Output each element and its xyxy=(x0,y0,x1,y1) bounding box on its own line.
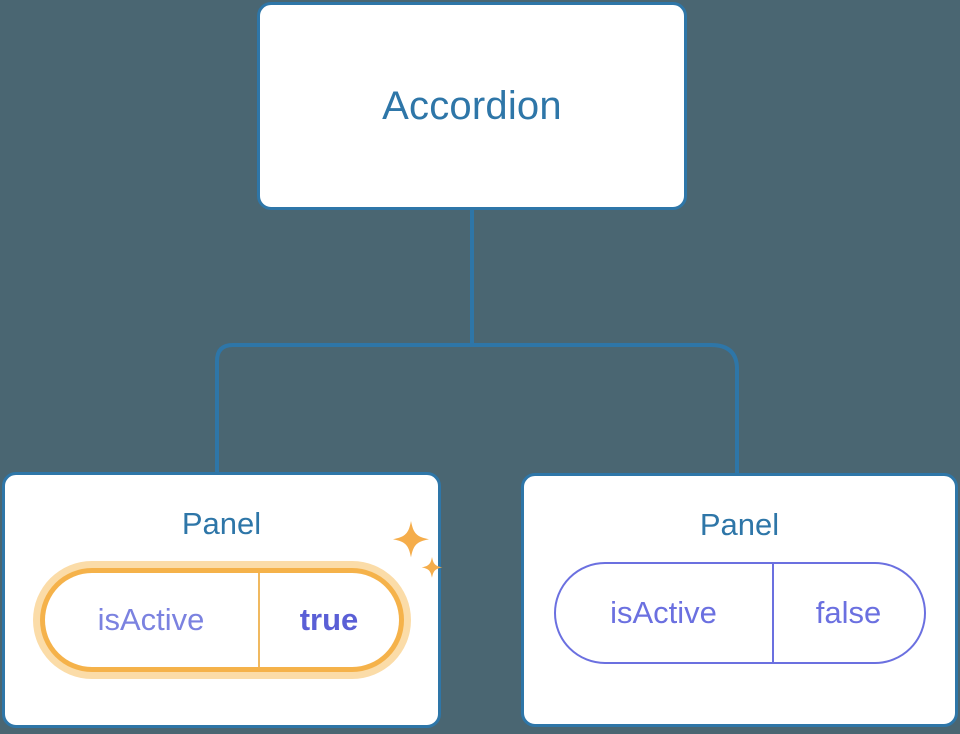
node-accordion[interactable]: Accordion xyxy=(257,2,687,210)
prop-pill-active[interactable]: isActive true xyxy=(32,561,411,679)
prop-pill-active-wrap: isActive true xyxy=(32,521,442,679)
prop-pill-inactive-wrap: isActive false xyxy=(553,562,926,664)
prop-pill-inactive[interactable]: isActive false xyxy=(553,562,926,664)
prop-key-isactive-false: isActive xyxy=(610,595,717,630)
node-panel-active[interactable]: Panel isActive true xyxy=(2,472,442,728)
node-panel-inactive[interactable]: Panel isActive false xyxy=(521,473,958,727)
prop-key-isactive-true: isActive xyxy=(97,602,205,637)
connector-branch xyxy=(215,343,739,473)
prop-pill-active-ring: isActive true xyxy=(39,568,404,672)
prop-pill-active-core: isActive true xyxy=(44,573,399,667)
node-accordion-title: Accordion xyxy=(382,84,562,128)
prop-value-false: false xyxy=(771,564,924,662)
prop-value-true: true xyxy=(257,573,399,667)
node-panel-active-title: Panel xyxy=(181,506,262,541)
node-panel-inactive-title: Panel xyxy=(699,507,780,542)
